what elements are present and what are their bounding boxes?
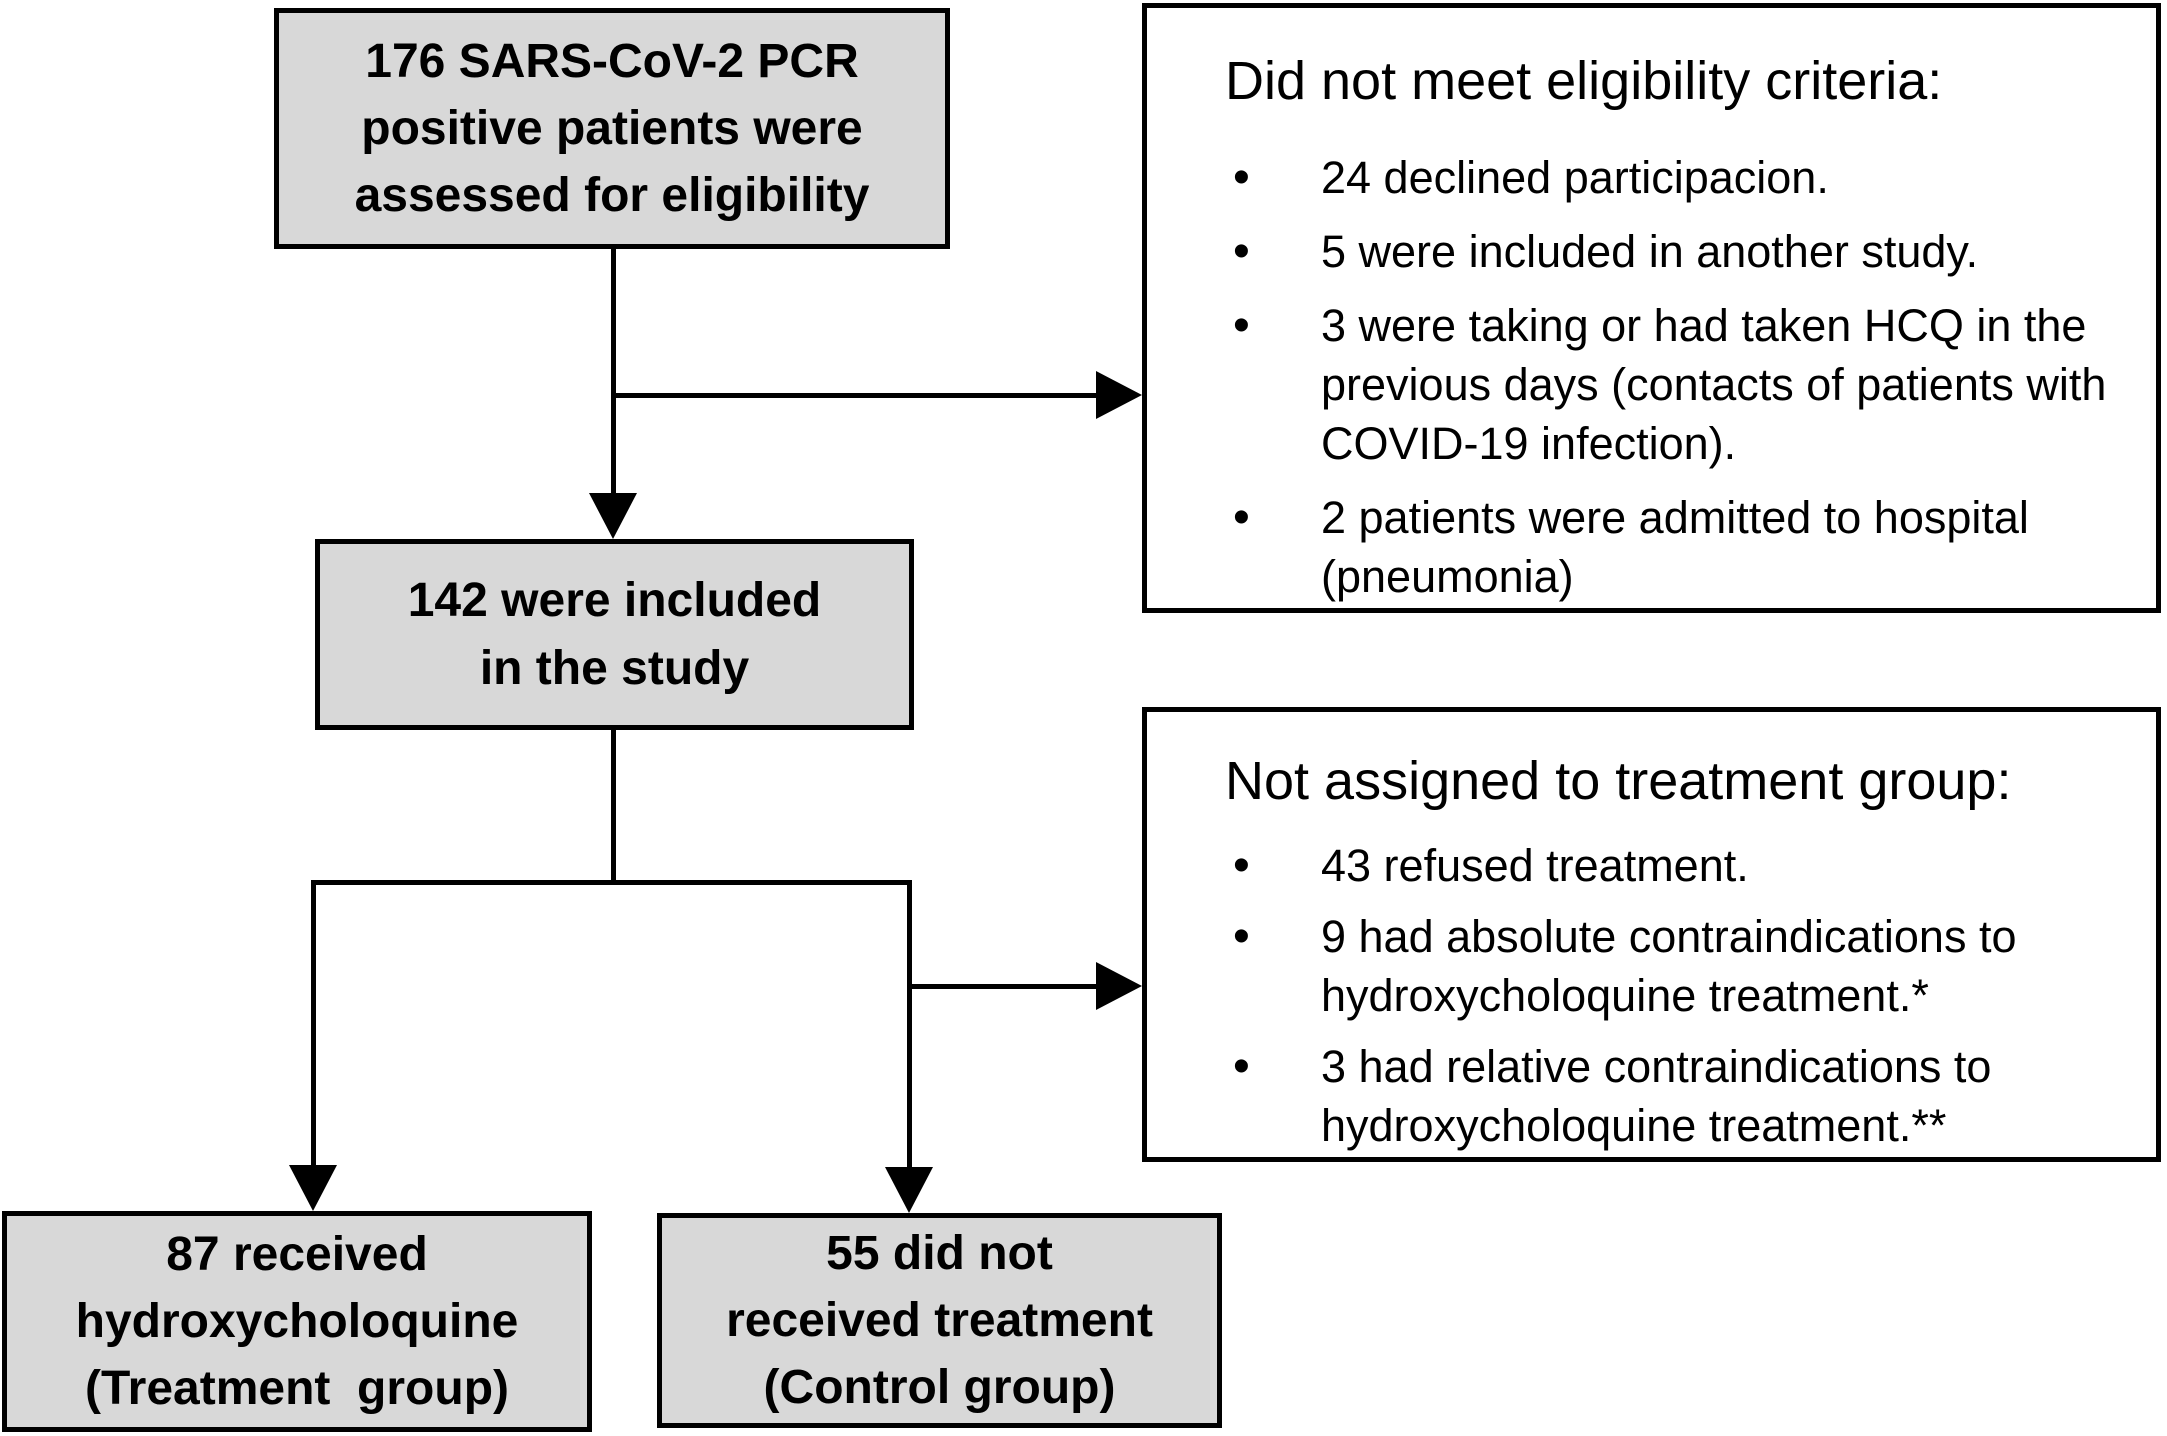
list-item-text: 43 refused treatment. [1321,839,1749,891]
list-item: • 2 patients were admitted to hospital (… [1225,488,2126,606]
box-control-group: 55 did not received treatment (Control g… [657,1213,1222,1428]
list-item-text: 3 had relative contraindications to hydr… [1321,1040,1992,1151]
box-assessed-for-eligibility: 176 SARS-CoV-2 PCR positive patients wer… [274,8,950,249]
list-item-text: 3 were taking or had taken HCQ in the pr… [1321,299,2107,469]
bullet-icon: • [1233,1039,1250,1093]
not-assigned-title: Not assigned to treatment group: [1225,751,2012,811]
list-item: • 5 were included in another study. [1225,222,2126,281]
arrow-down-icon [589,493,637,539]
list-item: • 43 refused treatment. [1225,836,2126,895]
list-item: • 24 declined participacion. [1225,148,2126,207]
arrow-right-icon [1096,962,1142,1010]
not-assigned-list: • 43 refused treatment. • 9 had absolute… [1225,836,2126,1155]
bullet-icon: • [1233,150,1250,204]
bullet-icon: • [1233,490,1250,544]
connector-assessed-to-included [611,249,616,493]
list-item-text: 5 were included in another study. [1321,225,1979,277]
box-not-assigned-to-treatment: Not assigned to treatment group: • 43 re… [1142,707,2161,1162]
eligibility-list: • 24 declined participacion. • 5 were in… [1225,148,2126,606]
eligibility-title: Did not meet eligibility criteria: [1225,51,1943,111]
connector-included-down [611,730,616,885]
box-included-in-study: 142 were included in the study [315,539,914,730]
bullet-icon: • [1233,298,1250,352]
connector-split-horizontal [311,880,912,885]
arrow-right-icon [1096,371,1142,419]
bullet-icon: • [1233,909,1250,963]
connector-to-control [907,880,912,1167]
arrow-down-icon [289,1165,337,1211]
connector-to-treatment [311,880,316,1165]
list-item-text: 24 declined participacion. [1321,151,1829,203]
list-item: • 9 had absolute contraindications to hy… [1225,907,2126,1025]
list-item-text: 2 patients were admitted to hospital (pn… [1321,491,2029,602]
box-did-not-meet-eligibility: Did not meet eligibility criteria: • 24 … [1142,3,2161,613]
arrow-down-icon [885,1167,933,1213]
list-item: • 3 were taking or had taken HCQ in the … [1225,296,2126,473]
connector-to-eligibility [611,393,1096,398]
box-treatment-group: 87 received hydroxycholoquine (Treatment… [2,1211,592,1432]
list-item-text: 9 had absolute contraindications to hydr… [1321,910,2017,1021]
bullet-icon: • [1233,838,1250,892]
list-item: • 3 had relative contraindications to hy… [1225,1037,2126,1155]
connector-to-not-assigned [907,984,1096,989]
bullet-icon: • [1233,224,1250,278]
